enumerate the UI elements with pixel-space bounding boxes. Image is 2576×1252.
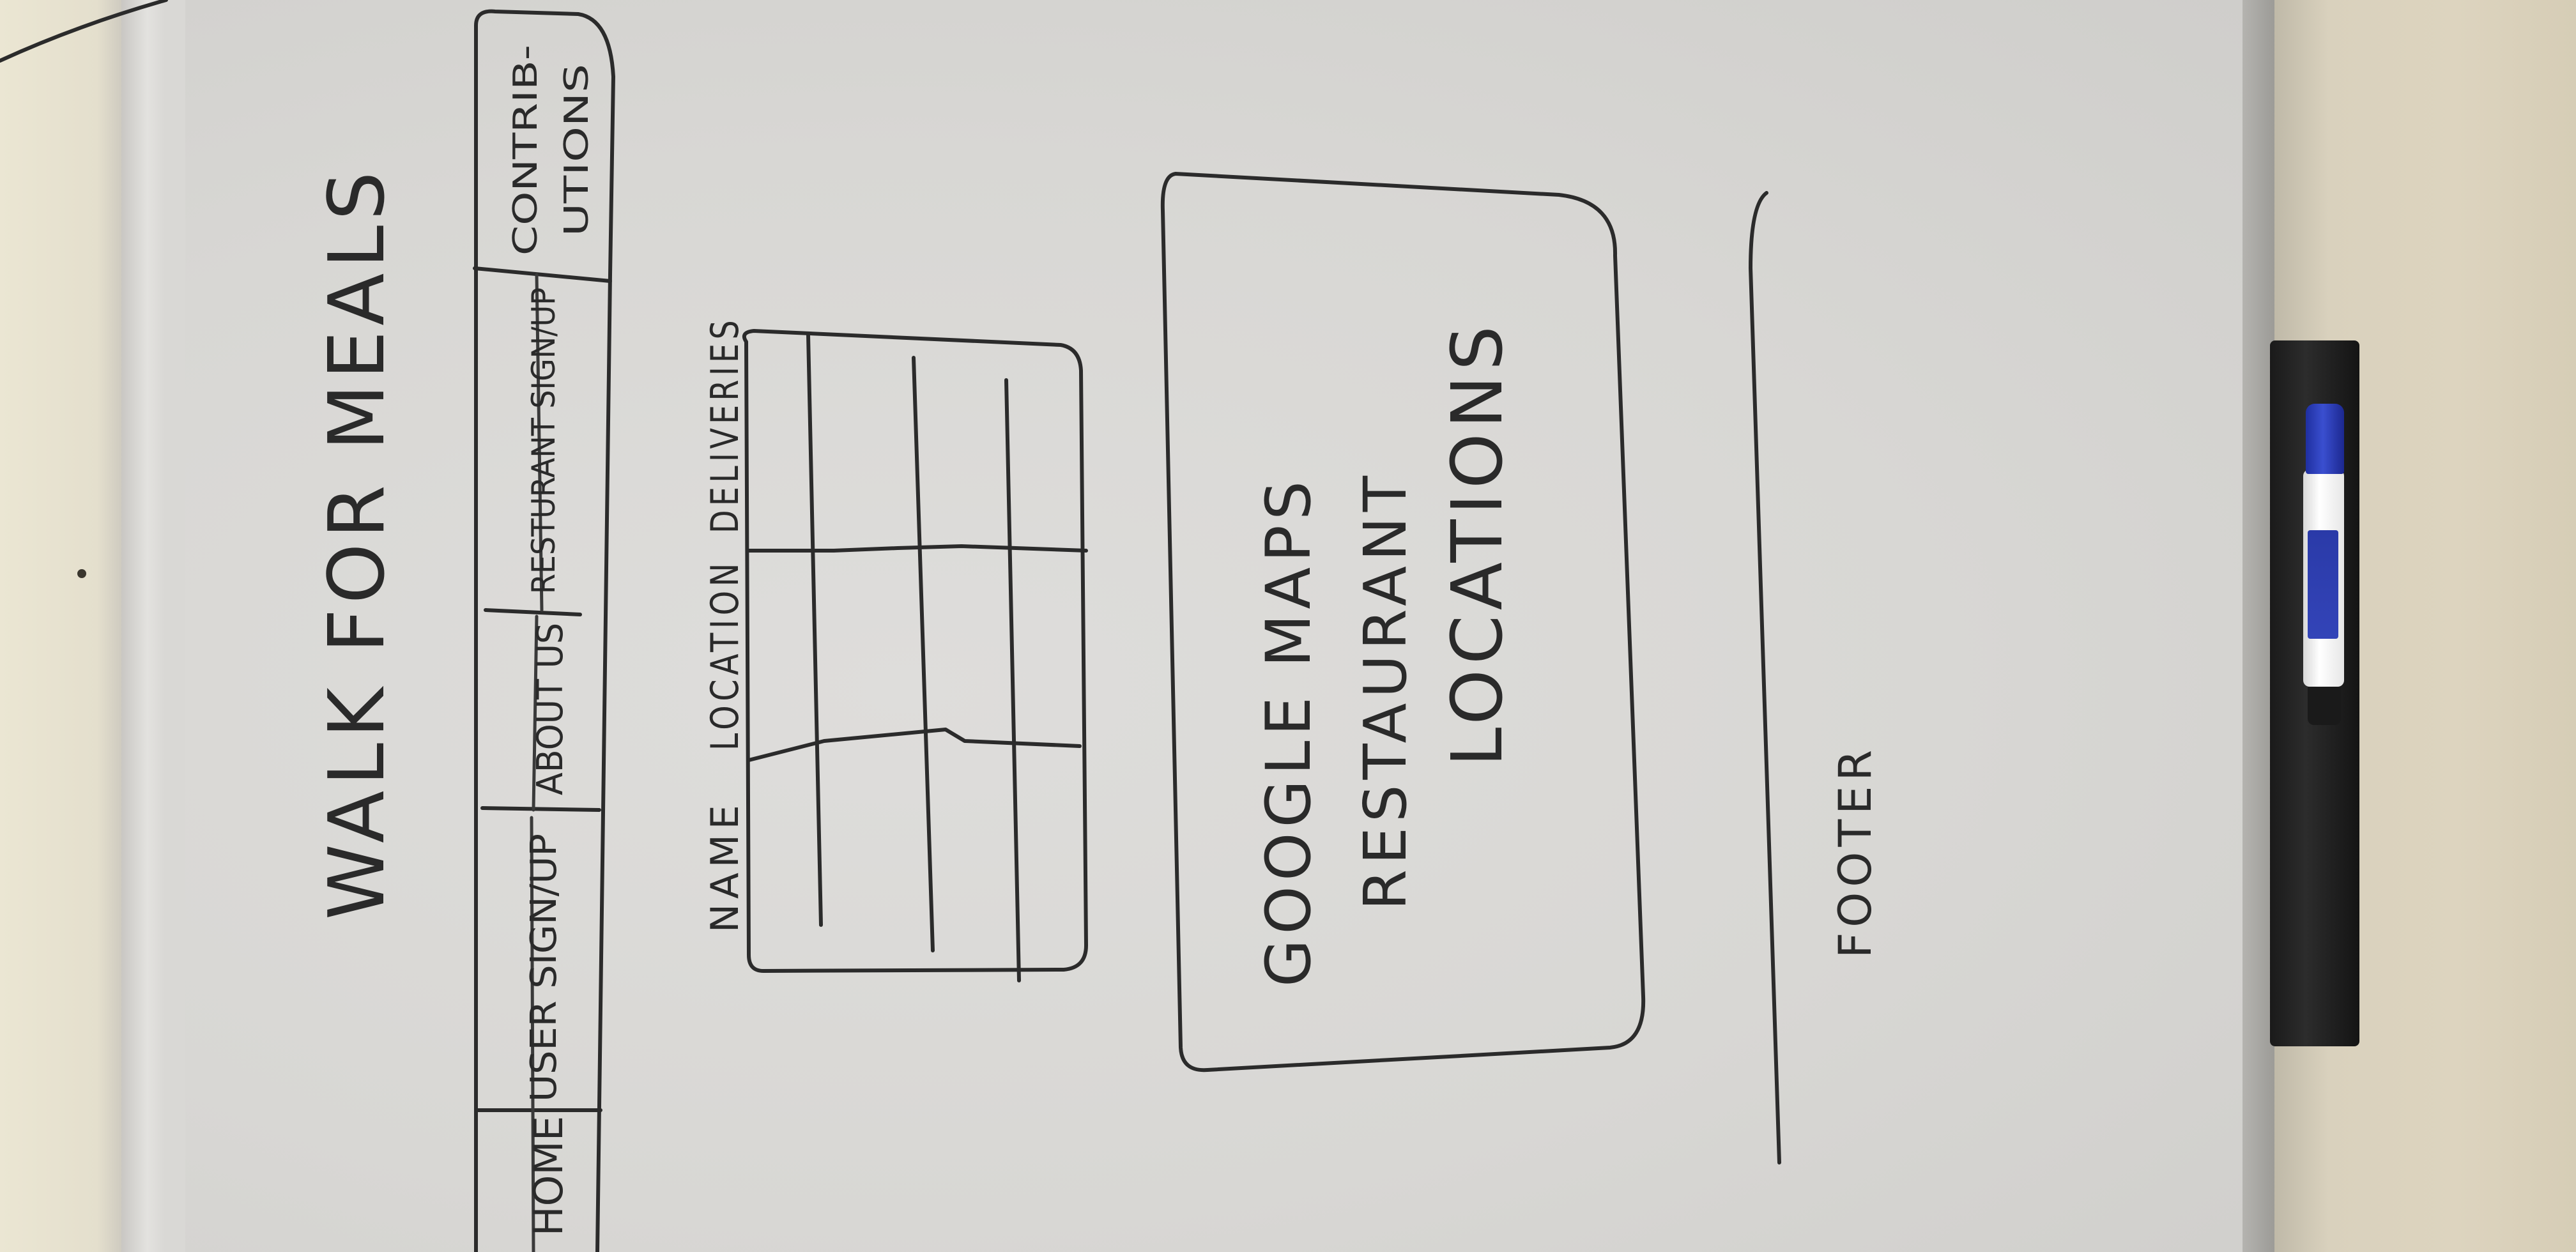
footer-label: FOOTER — [1829, 745, 1882, 958]
map-box-line-2: RESTAURANT — [1351, 471, 1420, 910]
site-title: WALK FOR MEALS — [313, 167, 402, 920]
map-box-outline — [1160, 172, 1646, 1073]
table-header-location-text: LOCATION — [703, 559, 747, 751]
nav-item-restaurant-signup-label: RESTURANT SIGN/UP — [525, 287, 562, 594]
nav-item-contributions-label-2: UTIONS — [558, 64, 596, 236]
table-header-deliveries: DELIVERIES — [703, 316, 747, 533]
table-row-line-1 — [806, 333, 823, 927]
map-box-line-1-text: GOOGLE MAPS — [1253, 476, 1324, 987]
nav-item-restaurant-signup[interactable]: RESTURANT SIGN/UP — [525, 287, 562, 594]
table-col-line-1 — [746, 544, 1088, 553]
table-col-line-2 — [747, 728, 1082, 762]
site-title-group: WALK FOR MEALS — [313, 167, 402, 920]
nav-item-home[interactable]: HOME — [525, 1116, 572, 1236]
map-box-line-3: LOCATIONS — [1436, 321, 1518, 767]
nav-inner-line — [530, 273, 544, 1252]
table-row-line-3 — [1004, 378, 1021, 982]
table-header-location: LOCATION — [703, 559, 747, 751]
nav-item-about-us-label: ABOUT US — [530, 623, 571, 795]
nav-item-user-signup[interactable]: USER SIGN/UP — [523, 834, 565, 1102]
nav-item-home-label: HOME — [525, 1116, 572, 1236]
nav-item-contributions-label: CONTRIB- — [507, 45, 545, 256]
marker-cap — [2306, 404, 2344, 474]
deliveries-table — [742, 329, 1088, 982]
table-row-line-2 — [912, 356, 935, 952]
marker-end — [2308, 687, 2341, 725]
nav-separator-2 — [480, 806, 601, 812]
nav-bar-outline — [474, 9, 615, 1252]
nav-item-contributions[interactable]: CONTRIB- UTIONS — [507, 45, 596, 256]
footer: FOOTER — [1829, 745, 1882, 958]
table-outline — [742, 329, 1088, 973]
marker-label — [2308, 530, 2338, 639]
nav-item-about-us[interactable]: ABOUT US — [530, 623, 571, 795]
nav-separator-3 — [484, 608, 582, 616]
table-header-name: NAME — [703, 800, 747, 933]
map-box-line-3-text: LOCATIONS — [1436, 321, 1518, 767]
map-box-line-1: GOOGLE MAPS — [1253, 476, 1324, 987]
footer-separator-line — [1749, 191, 1781, 1164]
map-box — [1160, 172, 1646, 1073]
nav-item-user-signup-label: USER SIGN/UP — [523, 834, 565, 1102]
table-header-deliveries-text: DELIVERIES — [703, 316, 747, 533]
wall-pin — [77, 569, 86, 578]
cable-line — [0, 0, 168, 63]
nav-separator-4 — [473, 266, 612, 283]
whiteboard-surface — [185, 0, 2242, 1252]
nav-bar — [473, 9, 615, 1252]
table-header-name-text: NAME — [703, 800, 747, 933]
map-box-line-2-text: RESTAURANT — [1351, 471, 1420, 910]
wall-left — [0, 0, 121, 1252]
